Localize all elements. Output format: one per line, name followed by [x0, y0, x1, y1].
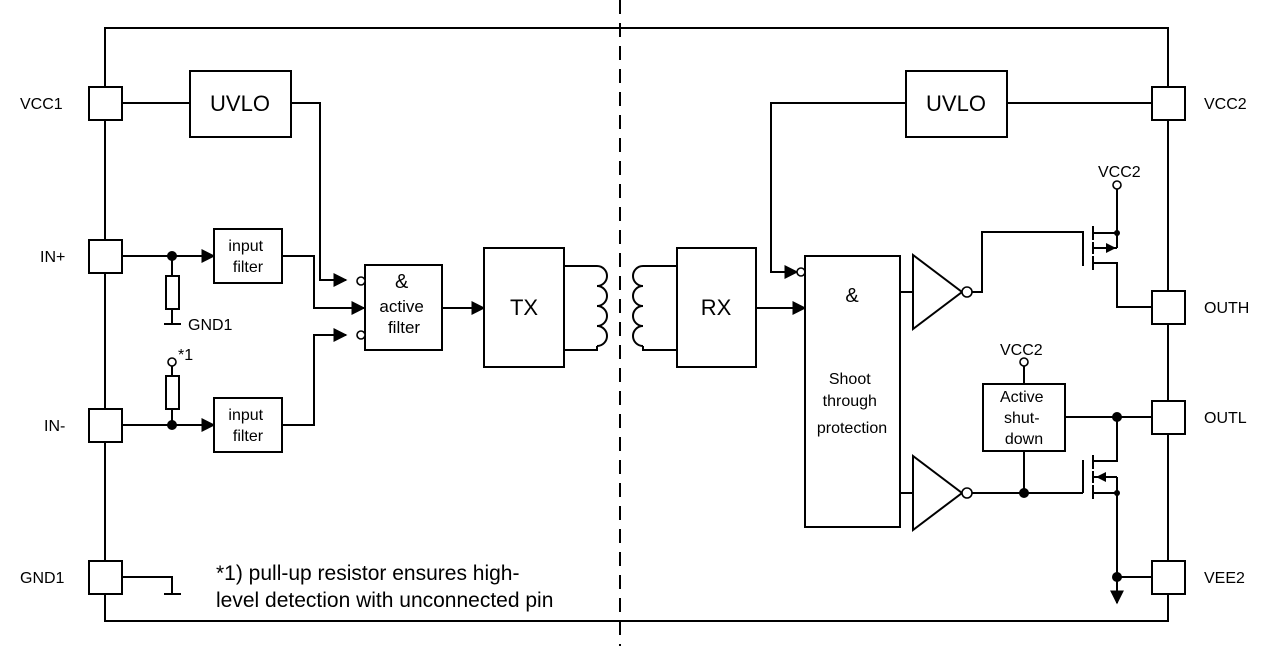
- active-text: active: [379, 297, 423, 316]
- vcc2-top-label: VCC2: [1098, 164, 1141, 181]
- shoot-through-label: Shoot through protection: [817, 371, 887, 437]
- tx-label: TX: [510, 295, 538, 320]
- upper-driver-output-wire: [972, 231, 1084, 293]
- pin-pad-outl: [1151, 400, 1186, 435]
- and-input-inverter-top: [356, 276, 366, 286]
- pin-pad-in-plus: [88, 239, 123, 274]
- input-filter-bottom-output-wire: [282, 328, 348, 426]
- active-shutdown-block: [982, 383, 1066, 452]
- pin-pad-gnd1: [88, 560, 123, 595]
- upper-driver-buffer: [912, 252, 964, 332]
- footnote: *1) pull-up resistor ensures high- level…: [216, 562, 553, 612]
- lower-driver-inverter: [961, 487, 973, 499]
- input-filter-top-line2: filter: [233, 259, 264, 276]
- pullup-ref-label: *1: [178, 347, 193, 364]
- and-symbol: &: [395, 271, 409, 293]
- active-shutdown-label: Active shut- down: [1000, 389, 1048, 448]
- pin-label-in-minus: IN-: [44, 418, 65, 435]
- vcc2-shutdown-label: VCC2: [1000, 342, 1043, 359]
- pin-label-vcc1: VCC1: [20, 96, 63, 113]
- rx-coil: [632, 265, 644, 347]
- vcc2-shutdown-terminal: [1019, 357, 1029, 367]
- pin-label-vcc2: VCC2: [1204, 96, 1247, 113]
- shoot-text: Shoot: [829, 371, 871, 388]
- gnd1-local-label: GND1: [188, 317, 233, 334]
- nmos-body-arrow: [1096, 472, 1106, 482]
- input-filter-bottom-line2: filter: [233, 428, 264, 445]
- active-shutdown-line1: Active: [1000, 389, 1044, 406]
- and-active-filter-block: [364, 264, 443, 351]
- nmos-source: [1093, 492, 1118, 577]
- pullup-resistor: [165, 375, 180, 410]
- pin-label-gnd1: GND1: [20, 570, 65, 587]
- pin-label-outl: OUTL: [1204, 410, 1247, 427]
- filter-text: filter: [388, 318, 420, 337]
- input-filter-top-line1: input: [228, 238, 263, 255]
- tx-block: [483, 247, 565, 368]
- footnote-line1: *1) pull-up resistor ensures high-: [216, 562, 519, 585]
- pin-label-in-plus: IN+: [40, 249, 65, 266]
- pulldown-resistor: [165, 275, 180, 310]
- and-input-inverter-bottom: [356, 330, 366, 340]
- footnote-line2: level detection with unconnected pin: [216, 589, 553, 612]
- rx-label: RX: [701, 295, 732, 320]
- and-active-filter-label: & active filter: [379, 271, 428, 337]
- upper-driver-inverter: [961, 286, 973, 298]
- pin-label-vee2: VEE2: [1204, 570, 1245, 587]
- uvlo-left-block: [189, 70, 292, 138]
- pin-pad-in-minus: [88, 408, 123, 443]
- pullup-terminal: [167, 357, 177, 367]
- uvlo-left-output-wire: [291, 102, 348, 287]
- through-text: through: [823, 393, 877, 410]
- nmos-body-junction: [1114, 490, 1120, 496]
- pmos-body-junction: [1114, 230, 1120, 236]
- input-filter-bottom-block: [213, 397, 283, 453]
- pmos-drain: [1093, 262, 1152, 308]
- active-shutdown-line2: shut-: [1004, 410, 1040, 427]
- shoot-through-block: [804, 255, 901, 528]
- shoot-through-and: &: [845, 285, 859, 307]
- input-filter-bottom-line1: input: [228, 407, 263, 424]
- input-filter-bottom-label: input filter: [228, 407, 267, 445]
- gnd1-wire: [122, 576, 173, 594]
- logic-input-inverter: [796, 267, 806, 277]
- uvlo-right-label: UVLO: [926, 91, 986, 116]
- pin-pad-vee2: [1151, 560, 1186, 595]
- rx-coil-bottom-lead: [642, 346, 677, 351]
- pmos-source: [1093, 186, 1118, 234]
- pin-pad-vcc2: [1151, 86, 1186, 121]
- protection-text: protection: [817, 420, 887, 437]
- tx-coil: [596, 265, 608, 347]
- active-shutdown-line3: down: [1005, 431, 1043, 448]
- input-filter-top-label: input filter: [228, 238, 267, 276]
- uvlo-left-label: UVLO: [210, 91, 270, 116]
- tx-coil-bottom-lead: [564, 346, 598, 351]
- uvlo-right-output-wire: [770, 102, 906, 279]
- vcc2-top-terminal: [1112, 180, 1122, 190]
- nmos-drain: [1093, 417, 1118, 462]
- lower-driver-buffer: [912, 453, 964, 533]
- input-filter-top-output-wire: [282, 255, 366, 315]
- pmos-body-arrow: [1106, 243, 1116, 253]
- pin-pad-outh: [1151, 290, 1186, 325]
- pin-pad-vcc1: [88, 86, 123, 121]
- pin-label-outh: OUTH: [1204, 300, 1249, 317]
